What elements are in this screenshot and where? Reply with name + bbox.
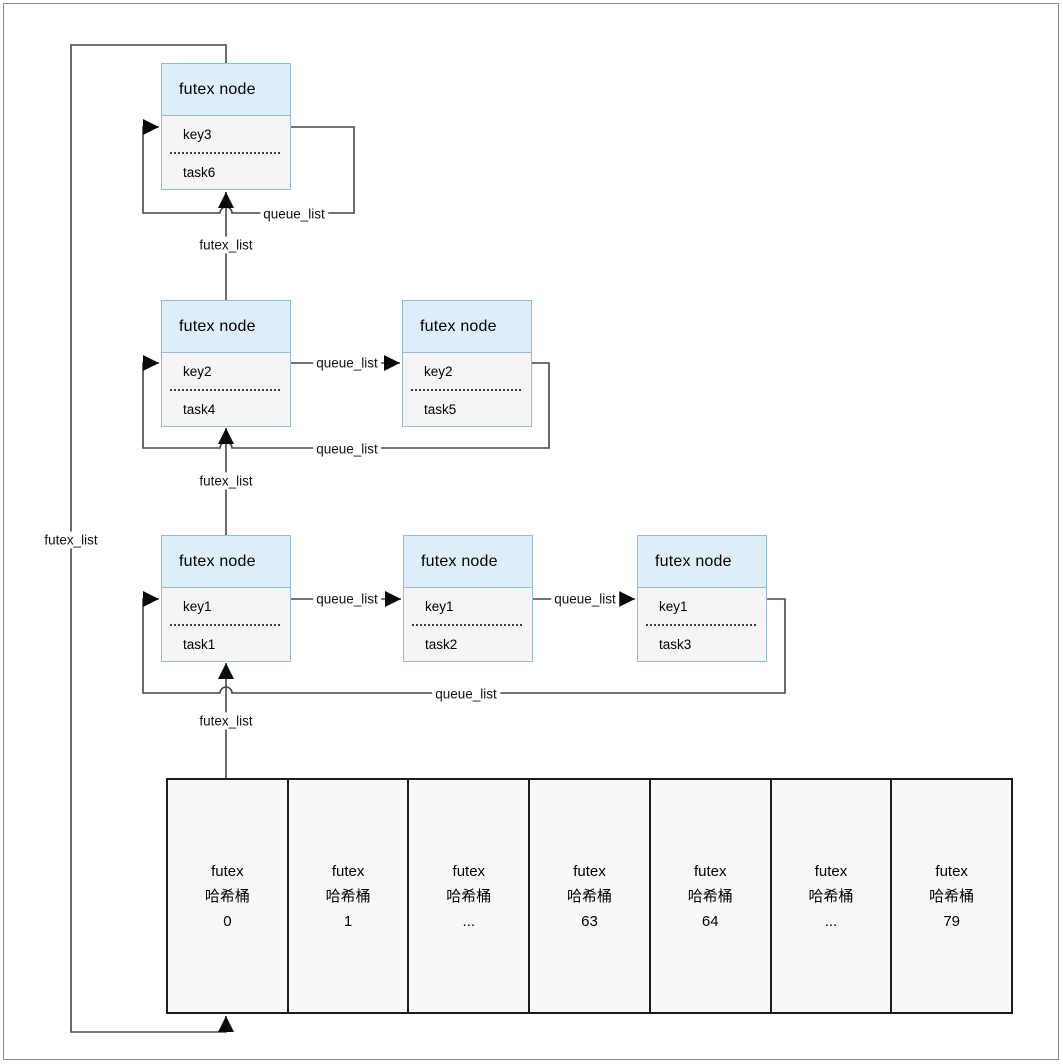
edge-label-futex-list: futex_list (196, 712, 256, 730)
node-divider (411, 389, 521, 391)
bucket-index: ... (824, 912, 838, 930)
node-divider (412, 624, 522, 626)
edge-label-queue-list: queue_list (551, 590, 619, 608)
bucket-index: 0 (223, 912, 232, 930)
bucket-label: 哈希桶 (446, 887, 492, 905)
bucket-label: 哈希桶 (929, 887, 975, 905)
futex-node-key1-c: futex node key1 task3 (637, 535, 767, 662)
bucket-index: 79 (943, 912, 961, 930)
node-task: task5 (424, 401, 457, 417)
node-task: task4 (183, 401, 216, 417)
bucket-index: 1 (343, 912, 353, 930)
edge-label-futex-list: futex_list (196, 236, 256, 254)
bucket-label: 哈希桶 (687, 887, 733, 905)
node-task: task1 (183, 636, 216, 652)
node-body: key1 task3 (638, 588, 766, 661)
node-task: task2 (425, 636, 458, 652)
node-title: futex node (162, 64, 290, 116)
bucket-label: futex (331, 862, 365, 880)
bucket-label: futex (814, 862, 848, 880)
node-body: key1 task2 (404, 588, 532, 661)
node-title: futex node (404, 536, 532, 588)
hash-bucket-ellipsis-b: futex 哈希桶 ... (772, 780, 893, 1012)
hash-bucket-63: futex 哈希桶 63 (530, 780, 651, 1012)
hash-bucket-79: futex 哈希桶 79 (892, 780, 1011, 1012)
node-body: key2 task4 (162, 353, 290, 426)
node-body: key3 task6 (162, 116, 290, 189)
node-task: task6 (183, 164, 216, 180)
node-title: futex node (162, 536, 290, 588)
edge-label-queue-list: queue_list (313, 440, 381, 458)
hash-bucket-1: futex 哈希桶 1 (289, 780, 410, 1012)
bucket-label: 哈希桶 (808, 887, 854, 905)
node-title: futex node (162, 301, 290, 353)
bucket-label: 哈希桶 (567, 887, 613, 905)
futex-node-key1-a: futex node key1 task1 (161, 535, 291, 662)
node-key: key1 (183, 598, 212, 614)
hash-bucket-64: futex 哈希桶 64 (651, 780, 772, 1012)
futex-node-key3: futex node key3 task6 (161, 63, 291, 190)
bucket-label: futex (693, 862, 727, 880)
node-task: task3 (659, 636, 692, 652)
node-divider (646, 624, 756, 626)
edge-label-queue-list: queue_list (313, 590, 381, 608)
node-key: key3 (183, 126, 212, 142)
bucket-label: futex (211, 862, 244, 880)
node-divider (170, 389, 280, 391)
bucket-label: futex (573, 862, 606, 880)
bucket-index: 64 (701, 912, 719, 930)
hash-bucket-0: futex 哈希桶 0 (168, 780, 289, 1012)
edge-label-queue-list: queue_list (313, 354, 381, 372)
bucket-label: 哈希桶 (325, 887, 371, 905)
futex-node-key1-b: futex node key1 task2 (403, 535, 533, 662)
node-title: futex node (403, 301, 531, 353)
bucket-label: futex (935, 862, 968, 880)
hash-bucket-ellipsis-a: futex 哈希桶 ... (409, 780, 531, 1012)
node-body: key2 task5 (403, 353, 531, 426)
edge-label-queue-list: queue_list (432, 685, 500, 703)
futex-node-key2-a: futex node key2 task4 (161, 300, 291, 427)
bucket-index: ... (462, 912, 476, 930)
bucket-label: 哈希桶 (204, 887, 250, 905)
futex-hash-bucket-array: futex 哈希桶 0 futex 哈希桶 1 futex 哈希桶 ... fu… (166, 778, 1013, 1014)
bucket-index: 63 (581, 912, 598, 930)
bucket-label: futex (452, 862, 486, 880)
node-body: key1 task1 (162, 588, 290, 661)
node-key: key2 (183, 363, 212, 379)
edge-label-futex-list: futex_list (196, 472, 256, 490)
node-divider (170, 624, 280, 626)
node-divider (170, 152, 280, 154)
edge-label-futex-list: futex_list (41, 531, 101, 549)
futex-node-key2-b: futex node key2 task5 (402, 300, 532, 427)
node-key: key1 (425, 598, 454, 614)
node-key: key1 (659, 598, 688, 614)
edge-label-queue-list: queue_list (260, 205, 328, 223)
node-key: key2 (424, 363, 453, 379)
node-title: futex node (638, 536, 766, 588)
